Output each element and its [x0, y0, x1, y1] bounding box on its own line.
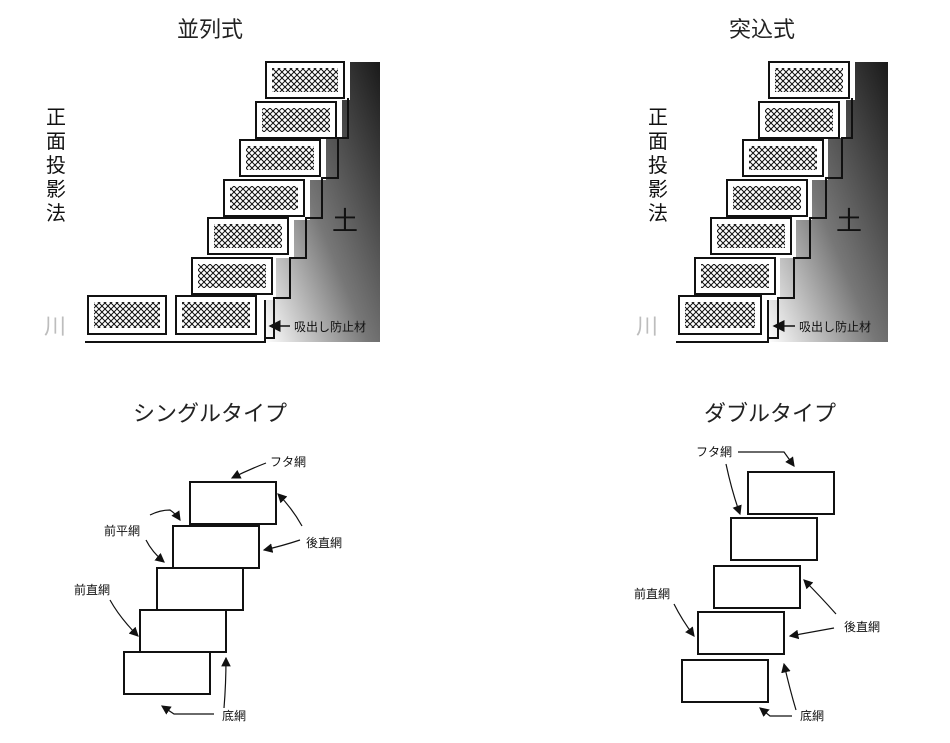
- double-type-diagram: [681, 471, 835, 703]
- gabion-box: [255, 101, 337, 139]
- double-box: [713, 565, 801, 609]
- river-label: 川: [44, 315, 66, 340]
- single-annotations: [109, 462, 303, 715]
- gabion-box: [239, 139, 321, 177]
- title-inset: 突込式: [728, 18, 795, 43]
- gabion-box: [710, 217, 792, 255]
- single-box: [123, 651, 211, 695]
- label-front-flat: 前平網: [104, 523, 140, 538]
- gabion-box: [742, 139, 824, 177]
- gabion-box: [726, 179, 808, 217]
- svg-text:正: 正: [648, 105, 668, 129]
- svg-text:影: 影: [46, 177, 66, 201]
- gabion-box: [207, 217, 289, 255]
- label-lid: フタ網: [696, 445, 732, 459]
- svg-text:面: 面: [648, 129, 668, 153]
- single-box: [139, 609, 227, 653]
- gabion-box: [265, 61, 345, 99]
- label-back-vertical: 後直網: [306, 536, 342, 550]
- label-back-vertical: 後直網: [844, 620, 880, 634]
- svg-text:影: 影: [648, 177, 668, 201]
- mat-label: 吸出し防止材: [799, 319, 871, 334]
- single-type-diagram: [123, 481, 277, 695]
- title-single: シングルタイプ: [132, 402, 287, 427]
- label-front-vertical: 前直網: [634, 586, 670, 601]
- base-line: [676, 300, 769, 343]
- single-box: [189, 481, 277, 525]
- side-label: 正 面 投 影 法: [648, 105, 668, 225]
- svg-text:法: 法: [46, 201, 66, 225]
- gabion-box: [191, 257, 273, 295]
- title-parallel: 並列式: [176, 18, 243, 43]
- soil-label: 土: [836, 207, 862, 237]
- label-front-vertical: 前直網: [74, 582, 110, 597]
- svg-text:面: 面: [46, 129, 66, 153]
- gabion-box: [768, 61, 850, 99]
- parallel-diagram: 吸出し防止材 土 川 正 面 投 影 法: [44, 61, 380, 343]
- single-box: [172, 525, 260, 569]
- svg-text:法: 法: [648, 201, 668, 225]
- mat-label: 吸出し防止材: [294, 319, 366, 334]
- single-box: [156, 567, 244, 611]
- gabion-box: [758, 101, 840, 139]
- double-box: [697, 611, 785, 655]
- suction-prevention-mat: [768, 98, 853, 339]
- label-bottom: 底網: [800, 708, 824, 723]
- suction-prevention-mat: [265, 98, 349, 339]
- river-label: 川: [636, 315, 658, 340]
- gabion-box: [223, 179, 305, 217]
- gabion-box: [175, 295, 257, 335]
- double-box: [730, 517, 818, 561]
- svg-text:正: 正: [46, 105, 66, 129]
- double-box: [747, 471, 835, 515]
- double-box: [681, 659, 769, 703]
- title-double: ダブルタイプ: [703, 402, 836, 427]
- side-label: 正 面 投 影 法: [46, 105, 66, 225]
- svg-text:投: 投: [46, 153, 66, 177]
- gabion-box: [87, 295, 167, 335]
- gabion-box: [678, 295, 762, 335]
- double-annotations: [673, 451, 837, 717]
- label-lid: フタ網: [270, 455, 306, 469]
- soil-area: [768, 62, 888, 342]
- inset-diagram: 吸出し防止材 土 川 正 面 投 影 法: [636, 61, 888, 343]
- base-line: [85, 300, 266, 343]
- label-bottom: 底網: [222, 708, 246, 723]
- gabion-box: [694, 257, 776, 295]
- svg-text:投: 投: [648, 153, 668, 177]
- soil-label: 土: [332, 207, 358, 237]
